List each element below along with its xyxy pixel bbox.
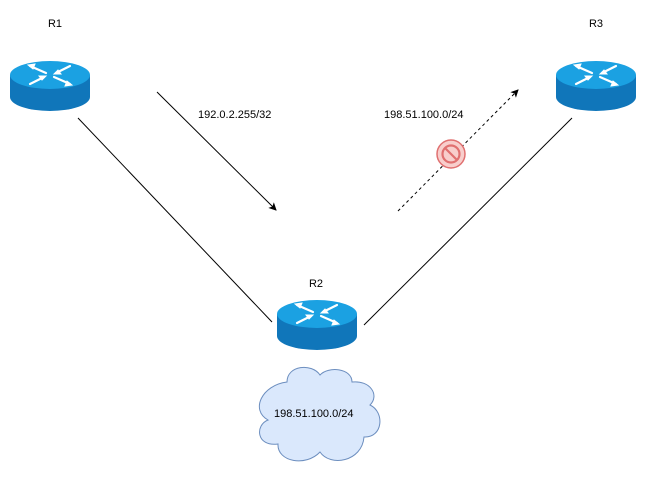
cloud-label: 198.51.100.0/24 (274, 408, 354, 420)
router-r2-icon (275, 298, 359, 352)
network-cloud (258, 366, 381, 462)
link-r1-r2 (77, 117, 273, 323)
router-r3-icon (554, 59, 638, 113)
route-label-r2-to-r3: 198.51.100.0/24 (384, 109, 464, 121)
router-r1-label: R1 (47, 18, 63, 30)
route-arrow-r1-to-r2 (156, 91, 277, 211)
router-r2-label: R2 (308, 278, 324, 290)
route-label-r1-to-r2: 192.0.2.255/32 (198, 109, 272, 121)
prohibited-icon (436, 139, 466, 169)
link-r2-r3 (363, 117, 573, 326)
router-r1-icon (8, 59, 92, 113)
router-r3-label: R3 (588, 18, 604, 30)
